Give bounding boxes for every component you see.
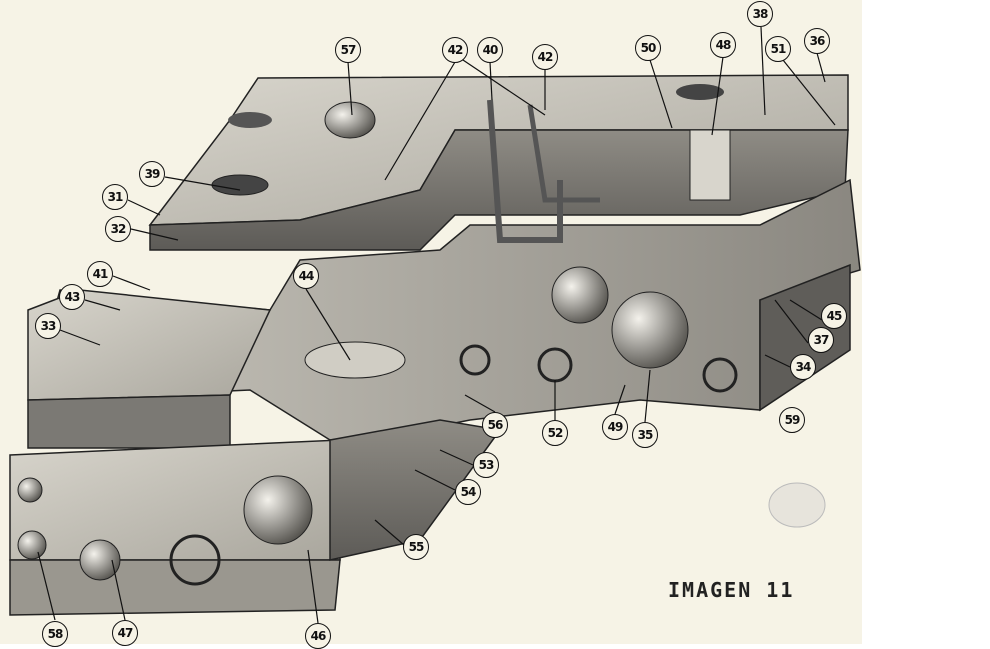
callout-45: 45 bbox=[821, 303, 847, 329]
callout-37: 37 bbox=[808, 327, 834, 353]
callout-53: 53 bbox=[473, 452, 499, 478]
callout-41: 41 bbox=[87, 261, 113, 287]
callout-54: 54 bbox=[455, 479, 481, 505]
callout-55: 55 bbox=[403, 534, 429, 560]
callout-59: 59 bbox=[779, 407, 805, 433]
callout-46: 46 bbox=[305, 623, 331, 649]
callout-34: 34 bbox=[790, 354, 816, 380]
callout-57: 57 bbox=[335, 37, 361, 63]
callout-33: 33 bbox=[35, 313, 61, 339]
callout-58: 58 bbox=[42, 621, 68, 647]
callout-49: 49 bbox=[602, 414, 628, 440]
callout-36: 36 bbox=[804, 28, 830, 54]
callout-56: 56 bbox=[482, 412, 508, 438]
callout-48: 48 bbox=[710, 32, 736, 58]
callout-42b: 42 bbox=[532, 44, 558, 70]
callout-47: 47 bbox=[112, 620, 138, 646]
callout-52: 52 bbox=[542, 420, 568, 446]
callout-35: 35 bbox=[632, 422, 658, 448]
callout-43: 43 bbox=[59, 284, 85, 310]
callout-32: 32 bbox=[105, 216, 131, 242]
callout-44: 44 bbox=[293, 263, 319, 289]
callout-42: 42 bbox=[442, 37, 468, 63]
callout-51: 51 bbox=[765, 36, 791, 62]
figure-caption: IMAGEN 11 bbox=[668, 578, 795, 602]
callout-31: 31 bbox=[102, 184, 128, 210]
callout-40: 40 bbox=[477, 37, 503, 63]
callout-50: 50 bbox=[635, 35, 661, 61]
callout-39: 39 bbox=[139, 161, 165, 187]
callout-38: 38 bbox=[747, 1, 773, 27]
